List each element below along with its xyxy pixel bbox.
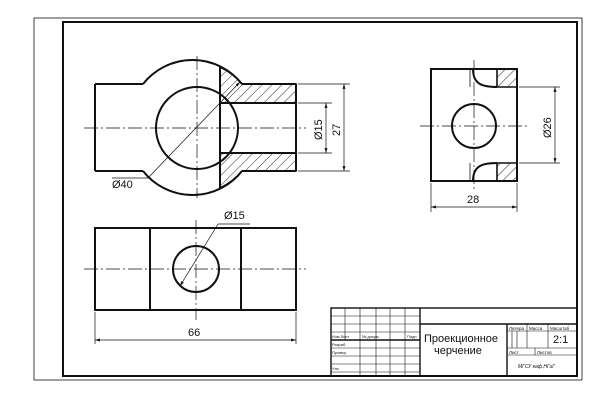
title-block <box>330 307 578 377</box>
side-hatch-bottom <box>496 162 518 182</box>
row-doc-label: № докум. <box>362 334 380 339</box>
front-view <box>84 56 350 198</box>
title-line-1: Проекционное <box>424 333 498 345</box>
sheet-frame <box>62 21 578 377</box>
dim-diameter-40: Ø40 <box>112 179 133 191</box>
sheet-label: Лист <box>509 350 519 355</box>
row-utv-label: Утв. <box>332 366 340 371</box>
top-view <box>84 220 306 344</box>
dim-diameter-15-front: Ø15 <box>313 119 325 140</box>
side-hatch-top <box>496 68 518 88</box>
org-label: МГСУ каф.НГиГ <box>518 364 556 370</box>
dim-diameter-26: Ø26 <box>542 117 554 138</box>
dim-length-66: 66 <box>188 327 200 339</box>
row-izm-label: Изм Лист <box>332 334 349 339</box>
sheets-label: Листов <box>537 350 552 355</box>
dim-width-28: 28 <box>467 194 479 206</box>
scale-value: 2:1 <box>553 334 568 346</box>
col-lit-label: Литера <box>509 326 524 331</box>
row-razrab-label: Разраб. <box>332 342 346 347</box>
dim-diameter-15-top: Ø15 <box>224 210 245 222</box>
row-prov-label: Провер. <box>332 350 347 355</box>
col-mass-label: Масса <box>529 326 543 331</box>
col-scale-label: Масштаб <box>550 326 570 331</box>
side-view <box>420 60 560 212</box>
dim-height-27: 27 <box>331 124 343 136</box>
sheet-outer-border <box>33 17 583 381</box>
row-podp-label: Подп <box>407 334 417 339</box>
title-line-2: черчение <box>434 345 482 357</box>
